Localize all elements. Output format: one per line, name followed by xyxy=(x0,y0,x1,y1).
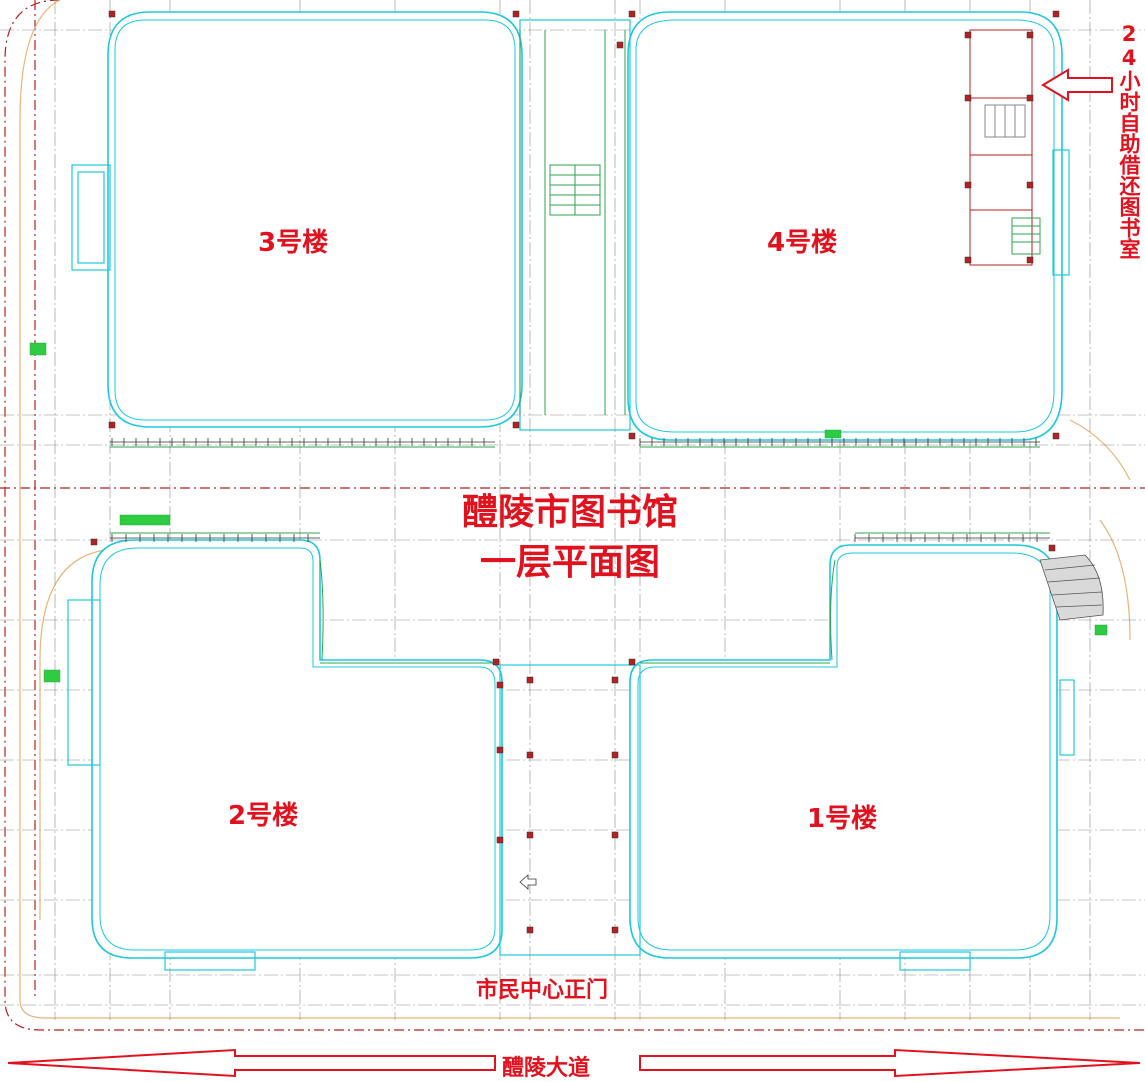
building-2-label: 2号楼 xyxy=(228,801,299,831)
structural-column xyxy=(611,926,619,934)
structural-column xyxy=(628,658,636,666)
structural-column xyxy=(628,10,636,18)
structural-column xyxy=(1026,94,1034,102)
structural-column xyxy=(492,658,500,666)
building-3-outline xyxy=(107,11,523,428)
building-outlines xyxy=(91,11,1063,959)
planter-hatch xyxy=(1039,554,1104,621)
structural-column xyxy=(496,681,504,689)
stair-core xyxy=(549,164,601,216)
structural-column xyxy=(496,746,504,754)
structural-column xyxy=(512,421,520,429)
structural-column xyxy=(90,538,98,546)
structural-column xyxy=(1048,544,1056,552)
structural-column xyxy=(1052,10,1060,18)
structural-column xyxy=(616,41,624,49)
structural-column xyxy=(526,831,534,839)
structural-column xyxy=(1026,181,1034,189)
structural-column xyxy=(526,751,534,759)
structural-column xyxy=(1052,432,1060,440)
structural-column xyxy=(611,676,619,684)
structural-column xyxy=(611,831,619,839)
map-title-line2: 一层平面图 xyxy=(479,542,660,583)
building-4-label: 4号楼 xyxy=(767,228,838,258)
structural-column xyxy=(526,676,534,684)
structural-column xyxy=(526,926,534,934)
tick-marks xyxy=(111,438,1038,542)
main-gate-label: 市民中心正门 xyxy=(476,978,609,1003)
building-4-outline xyxy=(627,11,1063,441)
structural-column xyxy=(1026,256,1034,264)
site-boundary xyxy=(0,0,1145,1031)
entrance-arrow xyxy=(519,874,537,890)
structural-column xyxy=(964,31,972,39)
structural-column xyxy=(964,181,972,189)
dimension-ticks xyxy=(110,441,1050,539)
building-3-label: 3号楼 xyxy=(258,228,329,258)
structural-column xyxy=(964,94,972,102)
structural-column xyxy=(108,421,116,429)
structural-column xyxy=(628,432,636,440)
structural-column xyxy=(512,10,520,18)
dimension-lines xyxy=(110,30,1050,664)
self-service-label: 24小时自助借还图书室 xyxy=(1117,22,1141,259)
self-service-room xyxy=(969,29,1041,266)
road-arrow xyxy=(7,1048,1141,1078)
structural-column xyxy=(611,751,619,759)
map-title: 醴陵市图书馆 一层平面图 xyxy=(405,488,735,588)
map-title-line1: 醴陵市图书馆 xyxy=(461,492,678,533)
structural-column xyxy=(108,10,116,18)
green-markers xyxy=(29,342,1108,683)
columns xyxy=(90,10,1060,934)
building-1-outline xyxy=(629,544,1058,959)
road-label: 醴陵大道 xyxy=(498,1050,595,1082)
building-1-label: 1号楼 xyxy=(807,804,878,834)
structural-column xyxy=(496,836,504,844)
arrow-to-self-service xyxy=(1041,68,1113,102)
building-2-outline xyxy=(91,539,503,959)
structural-column xyxy=(1026,31,1034,39)
structural-column xyxy=(964,256,972,264)
